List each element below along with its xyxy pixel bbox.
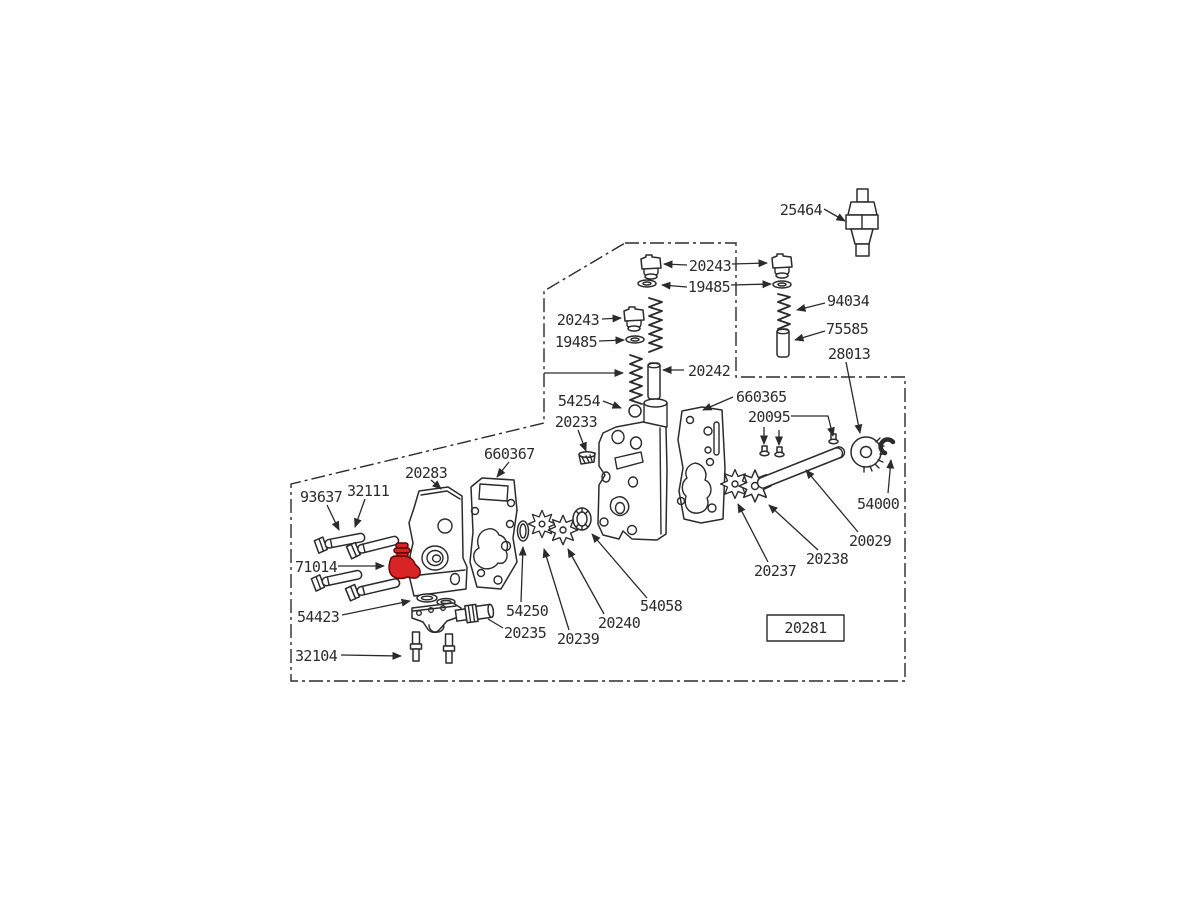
part-drawing-washer-19485-mid — [625, 335, 645, 344]
part-drawing-gasket-660367 — [469, 477, 518, 590]
part-label-20240[interactable]: 20240 — [598, 614, 641, 632]
part-label-94034[interactable]: 94034 — [827, 292, 870, 310]
part-drawing-check-ball-54254 — [628, 404, 642, 418]
part-drawing-gerotor-20239 — [527, 509, 557, 539]
part-label-75585[interactable]: 75585 — [826, 320, 869, 338]
part-drawing-studs-32104 — [409, 631, 456, 664]
part-label-93637[interactable]: 93637 — [300, 488, 343, 506]
part-label-54058[interactable]: 54058 — [640, 597, 683, 615]
part-drawing-plug-20243-top-left — [640, 254, 662, 280]
part-drawing-drive-gear-28013 — [850, 436, 886, 473]
diagram-boundary — [290, 242, 906, 682]
part-label-54423[interactable]: 54423 — [297, 608, 340, 626]
assembly-label-box-20281[interactable]: 20281 — [766, 614, 845, 642]
part-label-20233[interactable]: 20233 — [555, 413, 598, 431]
part-label-20281[interactable]: 20281 — [784, 619, 827, 637]
part-label-54000[interactable]: 54000 — [857, 495, 900, 513]
part-label-19485-top[interactable]: 19485 — [688, 278, 731, 296]
part-drawing-plug-20243-top-right — [771, 253, 793, 279]
part-label-20242[interactable]: 20242 — [688, 362, 731, 380]
part-drawing-fitting-20235 — [454, 603, 495, 624]
part-label-54250[interactable]: 54250 — [506, 602, 549, 620]
part-label-20238[interactable]: 20238 — [806, 550, 849, 568]
part-drawing-bottom-cover-plate — [411, 602, 462, 633]
part-label-20243-top[interactable]: 20243 — [689, 257, 732, 275]
part-drawing-snap-ring-54000 — [878, 437, 896, 456]
part-label-20283[interactable]: 20283 — [405, 464, 448, 482]
part-drawing-gerotor-20240 — [547, 514, 579, 546]
part-label-54254[interactable]: 54254 — [558, 392, 601, 410]
part-label-20095[interactable]: 20095 — [748, 408, 791, 426]
part-drawing-plug-20243-mid — [623, 306, 645, 332]
leader-lines — [326, 208, 895, 660]
part-drawing-spring-b — [629, 354, 643, 405]
highlighted-part-71014[interactable] — [388, 542, 421, 580]
part-drawing-pump-cover-20283 — [408, 486, 468, 597]
part-drawing-gerotor-20237 — [719, 468, 751, 500]
part-label-660367[interactable]: 660367 — [484, 445, 535, 463]
part-label-32111[interactable]: 32111 — [347, 482, 390, 500]
part-label-28013[interactable]: 28013 — [828, 345, 871, 363]
part-drawing-drive-shaft-20029 — [756, 446, 846, 489]
part-drawing-washer-19485-top-left — [637, 279, 657, 288]
part-drawing-plunger-20242 — [647, 362, 661, 400]
part-label-20235[interactable]: 20235 — [504, 624, 547, 642]
part-label-660365[interactable]: 660365 — [736, 388, 787, 406]
part-drawing-seal-54058 — [572, 507, 592, 531]
part-drawing-gasket-660365 — [676, 406, 726, 524]
part-label-25464[interactable]: 25464 — [780, 201, 823, 219]
part-label-20239[interactable]: 20239 — [557, 630, 600, 648]
part-drawing-washer-19485-top-right — [772, 280, 792, 289]
part-label-20029[interactable]: 20029 — [849, 532, 892, 550]
part-drawing-pump-body — [597, 398, 668, 541]
part-label-32104[interactable]: 32104 — [295, 647, 338, 665]
part-label-20237[interactable]: 20237 — [754, 562, 797, 580]
part-drawing-valve-seat-20233 — [578, 450, 596, 465]
part-label-20243-left[interactable]: 20243 — [557, 311, 600, 329]
part-drawing-plunger-75585 — [776, 328, 790, 358]
part-drawing-spring-94034 — [777, 293, 791, 330]
part-drawing-oil-pressure-sensor-25464 — [845, 188, 879, 257]
part-drawing-spring-a — [648, 297, 663, 353]
part-label-71014[interactable]: 71014 — [295, 558, 338, 576]
part-label-19485-left[interactable]: 19485 — [555, 333, 598, 351]
part-drawing-o-ring-54250 — [516, 520, 530, 542]
